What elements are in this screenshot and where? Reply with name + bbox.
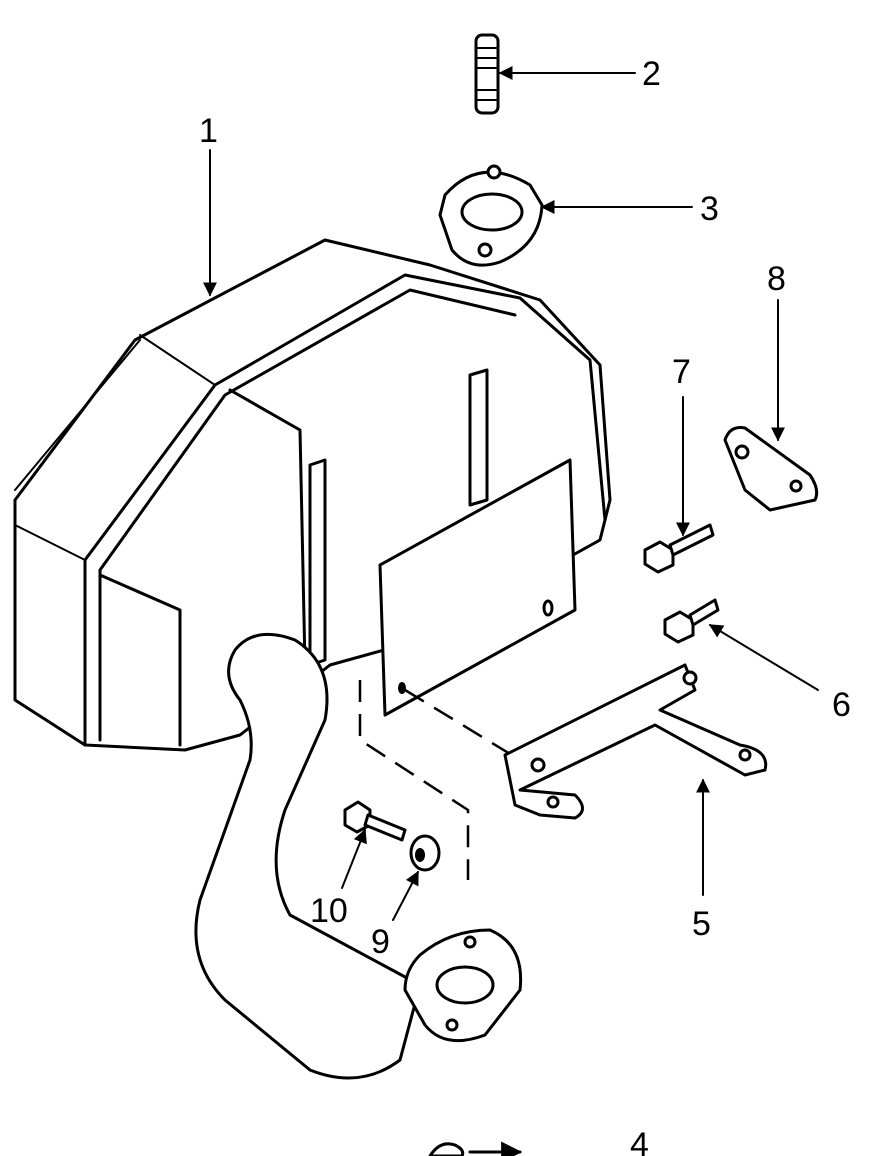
callout-7: 7 xyxy=(672,353,691,391)
exhaust-pipe xyxy=(194,632,523,1080)
heat-shield-plate xyxy=(378,458,577,717)
callout-4: 4 xyxy=(630,1126,649,1156)
part-4-washer xyxy=(428,1141,523,1156)
bracket xyxy=(503,663,768,820)
washer xyxy=(409,834,441,872)
bolt-10 xyxy=(343,800,407,842)
callout-8: 8 xyxy=(767,260,786,298)
stud xyxy=(474,33,500,115)
callout-3: 3 xyxy=(700,190,719,228)
bolt-6 xyxy=(663,598,720,644)
callout-9: 9 xyxy=(371,923,390,961)
callout-10: 10 xyxy=(310,892,348,930)
gasket xyxy=(438,164,544,267)
callout-arrows xyxy=(203,66,819,921)
bolt-7 xyxy=(643,523,715,574)
callout-2: 2 xyxy=(642,55,661,93)
callout-1: 1 xyxy=(199,112,218,150)
muffler-body xyxy=(13,238,612,752)
mounting-plate xyxy=(723,426,819,512)
assembly-guide-dashed xyxy=(358,680,521,880)
callout-5: 5 xyxy=(692,905,711,943)
callout-6: 6 xyxy=(832,686,851,724)
